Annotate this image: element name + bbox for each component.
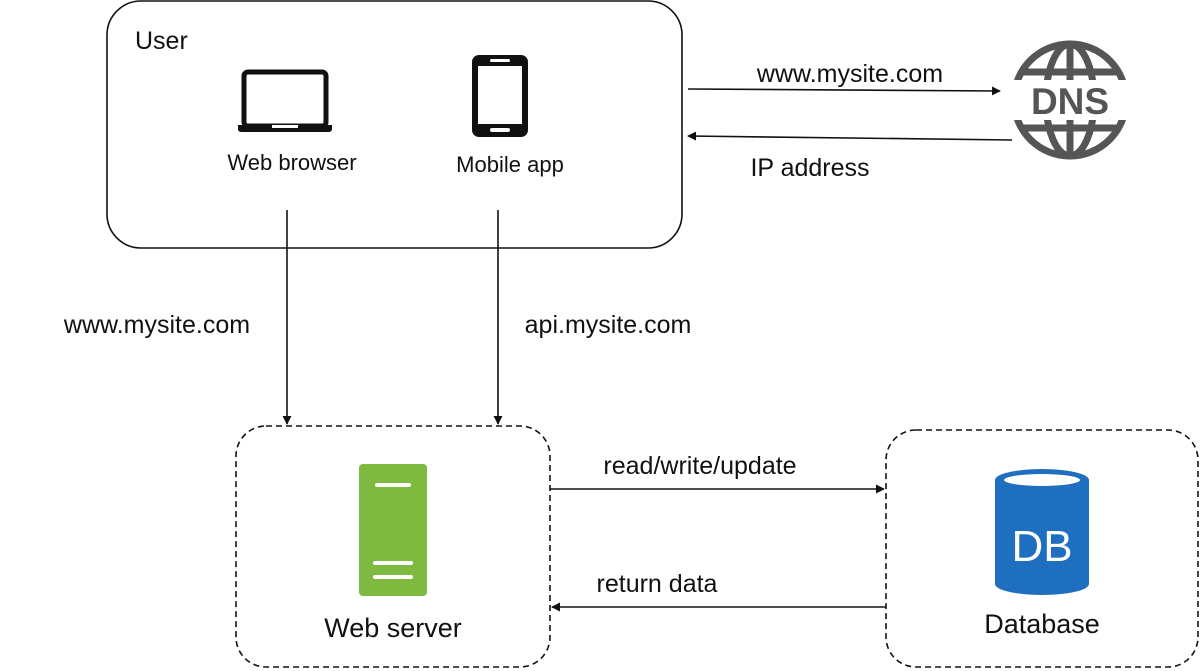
dns-response-arrow [687, 131, 1013, 141]
laptop-icon [238, 69, 332, 132]
dns-globe-icon: DNS [1004, 40, 1136, 160]
server-to-db-label: read/write/update [603, 452, 796, 480]
web-server-node: Web server [235, 425, 551, 668]
user-group-title: User [135, 27, 188, 55]
db-to-server-label: return data [597, 570, 718, 598]
server-icon [359, 464, 427, 596]
browser-to-server-label: www.mysite.com [63, 311, 250, 339]
web-browser-label: Web browser [227, 150, 356, 175]
mobile-phone-icon [472, 55, 528, 137]
user-group-box [106, 0, 683, 249]
dns-response-label: IP address [750, 154, 869, 182]
database-icon-text: DB [1011, 522, 1072, 571]
database-cylinder-icon: DB [995, 469, 1089, 595]
dns-icon-text: DNS [1031, 81, 1109, 122]
dns-request-arrow [687, 86, 1001, 96]
database-node: DB Database [885, 429, 1199, 668]
dns-request-label: www.mysite.com [756, 60, 943, 88]
mobile-app-label: Mobile app [456, 152, 564, 177]
app-to-server-label: api.mysite.com [525, 311, 692, 339]
web-server-label: Web server [324, 613, 462, 643]
database-label: Database [984, 609, 1100, 639]
user-group: User Web browser Mobile app [106, 0, 683, 249]
